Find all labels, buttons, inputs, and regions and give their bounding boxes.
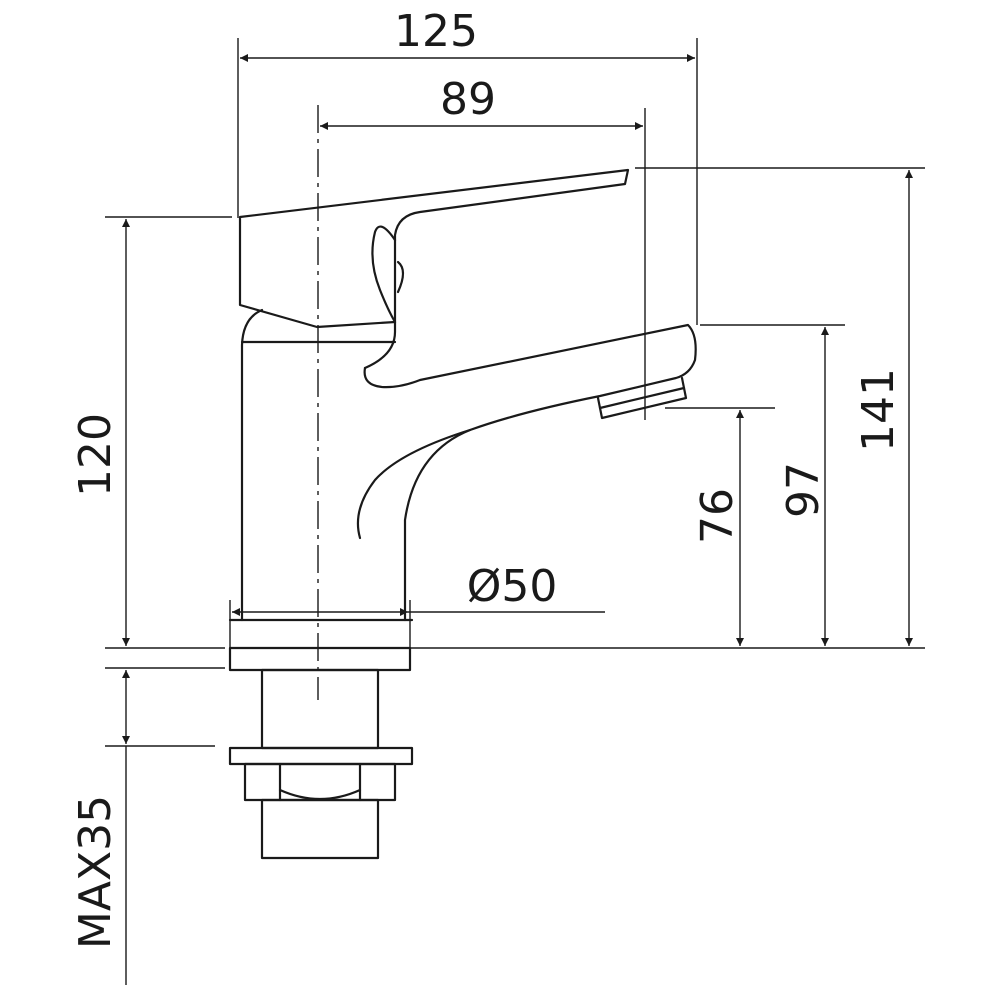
body-cylinder [240,308,264,622]
body-cylinder-right [363,320,397,370]
washer [228,746,414,766]
dim-base-diameter: Ø50 [467,561,558,612]
spout [363,323,697,622]
base-flange [228,646,412,672]
tap-body [228,168,697,860]
dim-max-mounting: MAX35 [70,795,121,949]
lever-handle [238,168,630,329]
aerator-line [598,386,686,410]
spout-underside [356,428,472,540]
lower-thread [260,798,380,860]
lever-inner-curve [371,225,397,324]
dim-spout-outlet-height: 76 [692,488,743,544]
dim-lever-height: 97 [778,462,829,518]
dim-overall-width: 125 [394,6,478,57]
dim-overall-height: 141 [853,368,904,452]
dim-spout-reach: 89 [440,74,496,125]
threaded-shank [260,668,380,750]
lever-pivot [396,260,405,294]
dim-body-height: 120 [70,413,121,497]
hex-nut-faces [278,762,362,802]
extension-lines [105,38,925,747]
hex-nut [243,762,397,802]
dimension-lines [122,54,913,985]
hex-nut-chamfer [278,788,362,801]
